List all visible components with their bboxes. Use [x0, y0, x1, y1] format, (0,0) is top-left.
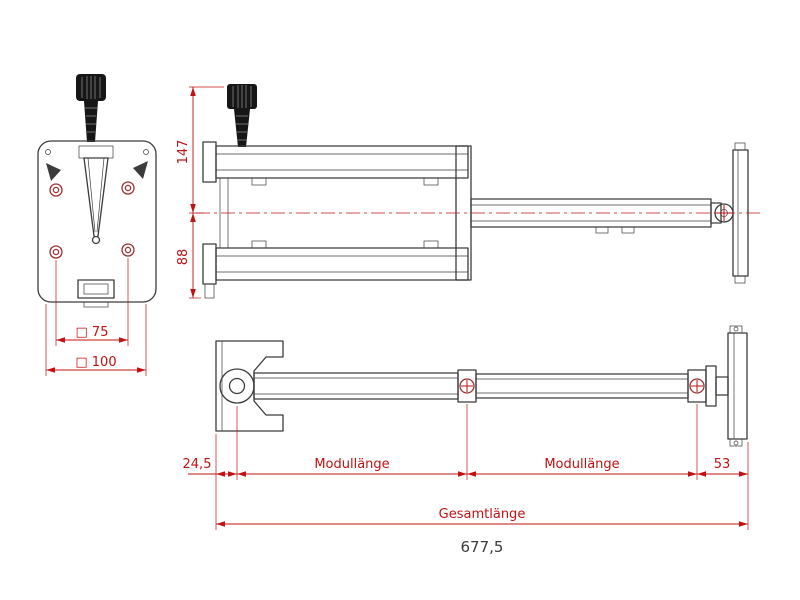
side-arm [253, 369, 689, 403]
front-knob [76, 74, 106, 142]
top-knob [227, 84, 257, 147]
front-view: □ 75 □ 100 [37, 74, 157, 376]
top-view-dimensions: 147 88 [176, 86, 224, 299]
front-plate [37, 140, 157, 308]
dim-24-5-label: 24,5 [183, 457, 212, 472]
side-monitor-bracket [215, 340, 284, 432]
dim-53-label: 53 [714, 457, 731, 472]
dim-module2-label: Modullänge [544, 457, 619, 472]
front-view-dimensions: □ 75 □ 100 [45, 258, 147, 376]
side-view-dimensions: 24,5 Modullänge Modullänge 53 Gesamtläng… [183, 404, 749, 556]
dim-vesa75-label: □ 75 [76, 325, 109, 340]
top-rails [202, 141, 469, 299]
dim-module1-label: Modullänge [314, 457, 389, 472]
front-vesa-holes [49, 181, 135, 259]
dim-147-label: 147 [176, 140, 191, 165]
side-view: 24,5 Modullänge Modullänge 53 Gesamtläng… [183, 325, 749, 556]
dim-vesa100-label: □ 100 [75, 355, 116, 370]
dim-total-length-label: Gesamtlänge [439, 507, 526, 522]
top-view: 147 88 [176, 84, 762, 299]
dim-total-length-value: 677,5 [461, 538, 504, 556]
side-wall-bracket [687, 325, 748, 447]
dim-88-label: 88 [176, 249, 191, 266]
